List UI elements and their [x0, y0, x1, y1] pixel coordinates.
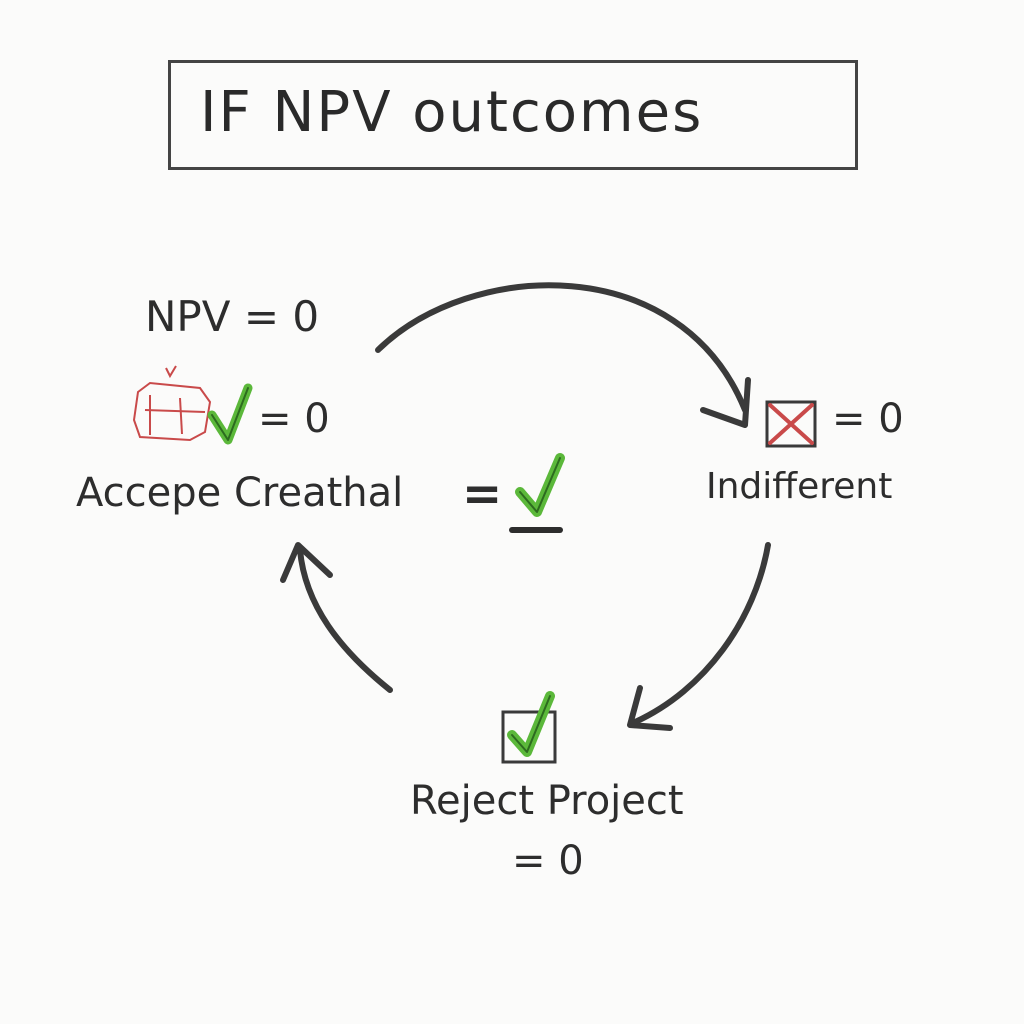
- indifferent-value: = 0: [832, 396, 904, 442]
- center-equals-symbol: =: [462, 466, 503, 522]
- cross-box-icon: [765, 400, 817, 448]
- title-box: [168, 60, 858, 170]
- box-check-icon: [132, 365, 212, 442]
- indifferent-label: Indifferent: [706, 466, 893, 507]
- reject-label: Reject Project: [410, 778, 684, 824]
- check-icon: [207, 383, 253, 445]
- page-title: IF NPV outcomes: [200, 80, 704, 145]
- npv-label: NPV = 0: [145, 292, 320, 341]
- accept-value: = 0: [258, 396, 330, 442]
- check-box-icon: [501, 691, 557, 764]
- arrow-top-right: [375, 282, 751, 428]
- reject-value: = 0: [512, 838, 584, 884]
- accept-label: Accepe Creathal: [76, 470, 404, 516]
- arrow-right-down: [627, 542, 771, 731]
- arrow-left-up: [280, 542, 393, 693]
- center-check-icon: [509, 453, 565, 533]
